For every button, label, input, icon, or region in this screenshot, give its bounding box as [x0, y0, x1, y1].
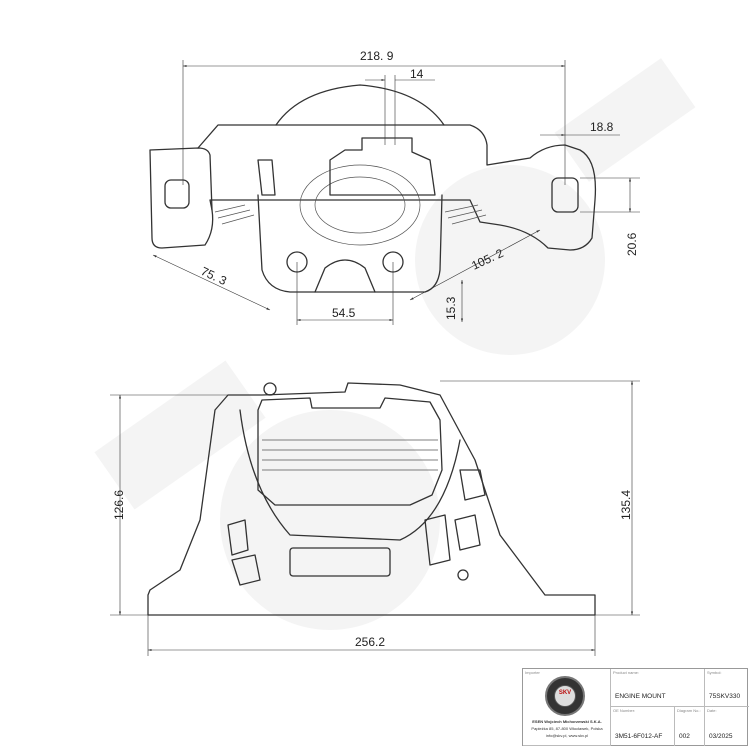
tb-date-label: Date:	[707, 708, 717, 713]
diagram-number: 002	[679, 733, 690, 740]
dim-offset-small: 14	[410, 67, 424, 81]
dim-height-left: 126.6	[112, 490, 126, 520]
front-body	[147, 382, 596, 616]
tb-diagram-label: Diagram No.:	[677, 708, 701, 713]
left-ear	[149, 147, 214, 249]
company-name: ESEN Wojciech Michorzewski S.K.A.	[532, 719, 602, 724]
logo-text: SKV	[558, 690, 572, 696]
company-address: Papieżka 85, 87-800 Włocławek, Polska	[531, 726, 603, 731]
top-view: 218. 9 14 18.8 20.6 75. 3 105. 2 54.5 15…	[149, 49, 640, 325]
tb-oe-label: OE Number:	[613, 708, 636, 713]
tb-date-cell: Date: 03/2025	[705, 707, 749, 746]
boss	[275, 84, 445, 126]
tb-importer-cell: Importer SKV ESEN Wojciech Michorzewski …	[523, 669, 611, 746]
tb-diagram-cell: Diagram No.: 002	[675, 707, 705, 746]
company-contact: info@skv.pl, www.skv.pl	[545, 733, 589, 738]
top-nub	[263, 382, 277, 396]
lower-housing	[257, 194, 443, 293]
company-logo: SKV	[545, 676, 585, 716]
dim-left-diag: 75. 3	[199, 264, 229, 288]
dim-hole-spacing: 54.5	[332, 306, 356, 320]
title-block: Importer SKV ESEN Wojciech Michorzewski …	[522, 668, 749, 746]
product-name: ENGINE MOUNT	[615, 693, 666, 700]
tb-oe-cell: OE Number: 3M51-6F012-AF	[611, 707, 675, 746]
cushion	[257, 397, 443, 506]
drawing-date: 03/2025	[709, 733, 733, 740]
dim-depth: 15.3	[444, 296, 458, 320]
dim-width-overall: 218. 9	[360, 49, 394, 63]
front-view: 126.6 135.4 256.2	[110, 380, 640, 656]
dim-hole-height: 20.6	[625, 232, 639, 256]
oe-number: 3M51-6F012-AF	[615, 733, 663, 740]
tb-product-label: Product name:	[613, 670, 640, 675]
left-slot-hole	[164, 179, 190, 209]
tb-symbol-cell: Symbol: 75SKV330	[705, 669, 749, 707]
sleeve	[289, 547, 391, 577]
connector	[329, 137, 436, 196]
tb-importer-label: Importer	[525, 670, 540, 675]
dim-base-width: 256.2	[355, 635, 385, 649]
tb-product-cell: Product name: ENGINE MOUNT	[611, 669, 705, 707]
tb-symbol-label: Symbol:	[707, 670, 722, 675]
dim-right-offset: 18.8	[590, 120, 614, 134]
dim-height-right: 135.4	[619, 490, 633, 520]
product-symbol: 75SKV330	[709, 693, 741, 700]
